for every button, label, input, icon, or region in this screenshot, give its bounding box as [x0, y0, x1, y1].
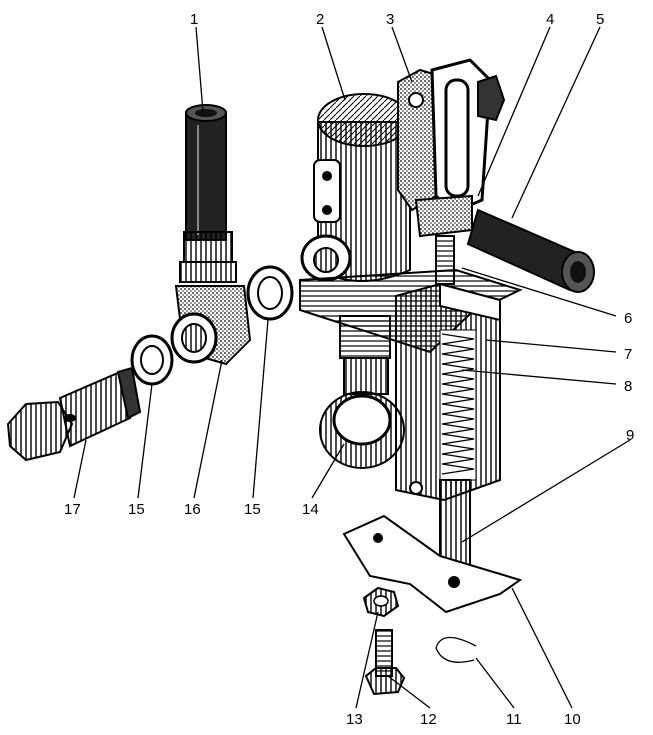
- label-16: 16: [184, 501, 201, 518]
- label-9: 9: [626, 427, 634, 444]
- label-6: 6: [624, 310, 632, 327]
- label-13: 13: [346, 711, 363, 728]
- part-16-banjo-fitting: [170, 231, 252, 366]
- number-labels: 1 2 3 4 5 6 7 8 9 10 11 12 13 14 15 16 1…: [64, 11, 634, 728]
- part-14-nut: [319, 391, 405, 469]
- part-15-washer-left: [130, 334, 174, 386]
- part-1-hose: [185, 104, 227, 241]
- label-15-left: 15: [128, 501, 145, 518]
- label-15-right: 15: [244, 501, 261, 518]
- label-3: 3: [386, 11, 394, 28]
- label-2: 2: [316, 11, 324, 28]
- label-14: 14: [302, 501, 319, 518]
- part-12-bolt: [364, 629, 406, 696]
- part-15-washer-right: [246, 265, 294, 321]
- part-2-valve-body: [300, 93, 411, 282]
- part-6-pushrod: [435, 235, 455, 285]
- label-8: 8: [624, 378, 632, 395]
- label-1: 1: [190, 11, 198, 28]
- part-5-pipe: [466, 208, 595, 293]
- part-11-clip: [435, 636, 477, 663]
- part-13-nut: [362, 586, 400, 618]
- label-7: 7: [624, 346, 632, 363]
- label-4: 4: [546, 11, 554, 28]
- leader-lines: [73, 26, 631, 709]
- label-17: 17: [64, 501, 81, 518]
- label-5: 5: [596, 11, 604, 28]
- part-17-banjo-bolt: [6, 366, 142, 462]
- label-12: 12: [420, 711, 437, 728]
- label-10: 10: [564, 711, 581, 728]
- label-11: 11: [506, 711, 522, 728]
- part-8-spring: [439, 329, 477, 481]
- part-10-base-plate: [342, 514, 523, 614]
- part-3-clevis: [397, 58, 506, 238]
